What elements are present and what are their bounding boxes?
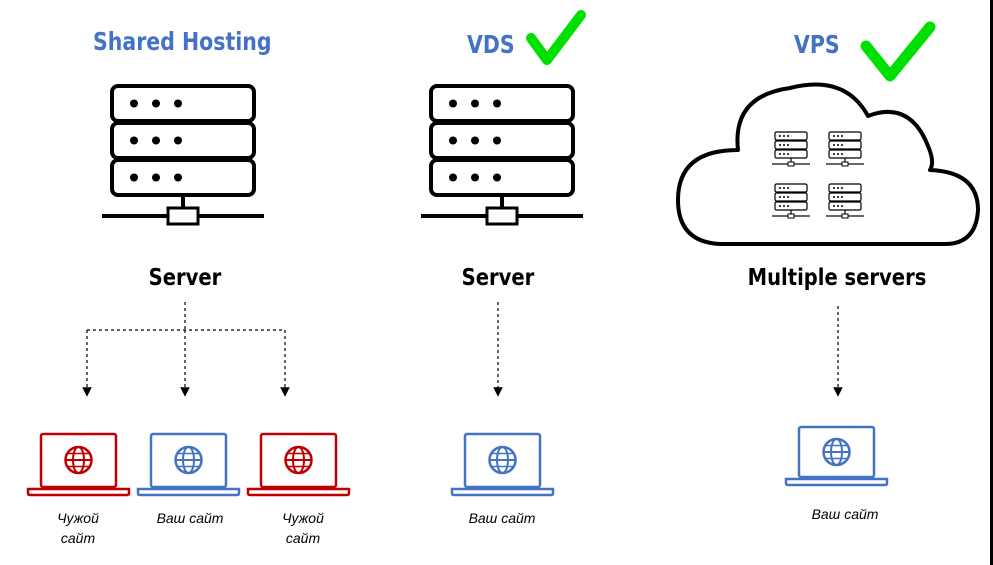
laptop-globe-icon: [26, 432, 131, 497]
column-title-vds: VDS: [467, 30, 515, 59]
laptop-globe-icon: [450, 432, 555, 497]
server-label-vds: Server: [461, 265, 535, 291]
laptop-globe-icon: [136, 432, 241, 497]
site-label-own: Ваш сайт: [468, 510, 536, 526]
column-title-vps: VPS: [794, 30, 840, 59]
site-label-foreign: Чужой сайт: [282, 510, 324, 546]
column-title-shared-hosting: Shared Hosting: [93, 27, 272, 56]
laptop-globe-icon: [784, 425, 889, 487]
laptop-globe-icon: [246, 432, 351, 497]
site-label-foreign: Чужой сайт: [57, 510, 99, 546]
server-label-shared: Server: [148, 265, 222, 291]
server-rack-icon: [421, 86, 583, 224]
checkmark-icon: [526, 10, 586, 65]
server-label-vps: Multiple servers: [747, 265, 927, 291]
frame-border: [990, 0, 993, 565]
checkmark-icon: [860, 21, 936, 82]
site-label-own: Ваш сайт: [811, 506, 879, 522]
site-label-own: Ваш сайт: [156, 510, 224, 526]
branch-arrows: [82, 302, 290, 397]
server-rack-icon: [102, 86, 264, 224]
